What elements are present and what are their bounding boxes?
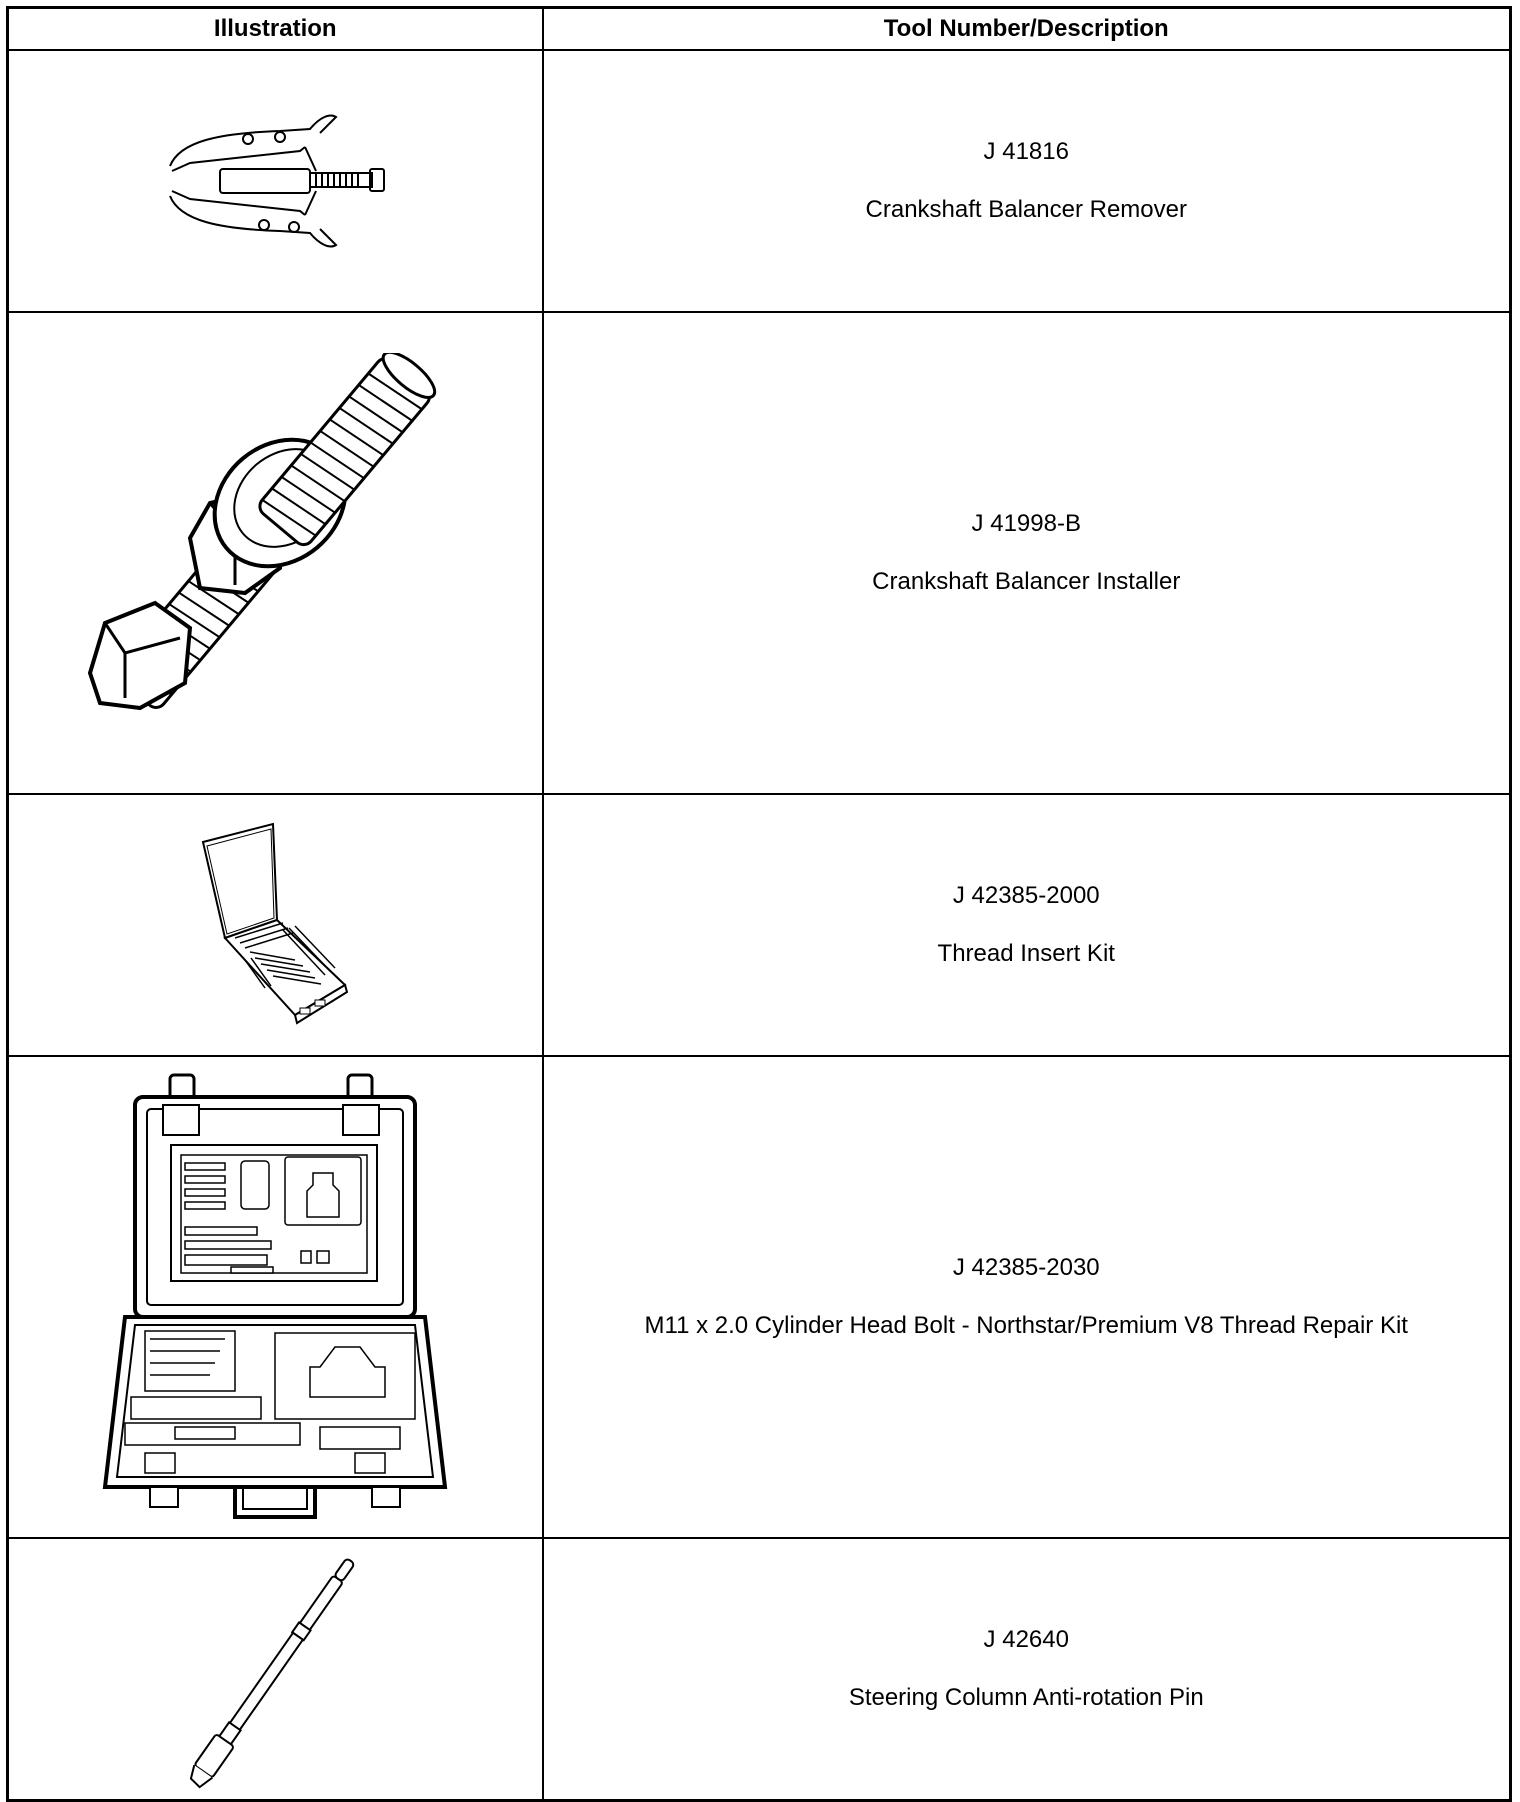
tool-description: M11 x 2.0 Cylinder Head Bolt - Northstar… xyxy=(644,1312,1408,1339)
table-row: J 42385-2000 Thread Insert Kit xyxy=(6,793,1512,1057)
tool-description: Steering Column Anti-rotation Pin xyxy=(848,1683,1204,1711)
table-row: J 42385-2030 M11 x 2.0 Cylinder Head Bol… xyxy=(6,1055,1512,1539)
pin-icon xyxy=(155,1549,395,1789)
puller-icon xyxy=(160,111,390,251)
tool-description-cell: J 42385-2030 M11 x 2.0 Cylinder Head Bol… xyxy=(541,1055,1512,1539)
tool-description: Crankshaft Balancer Installer xyxy=(872,568,1181,595)
header-illustration: Illustration xyxy=(6,6,544,51)
threaded-bolt-icon xyxy=(85,353,465,753)
tool-number: J 42385-2000 xyxy=(952,882,1100,909)
table-row: J 41998-B Crankshaft Balancer Installer xyxy=(6,311,1512,795)
tool-number: J 41816 xyxy=(983,138,1069,165)
tool-number: J 42640 xyxy=(983,1625,1069,1653)
illustration-cell xyxy=(6,49,544,313)
tool-description-cell: J 41816 Crankshaft Balancer Remover xyxy=(541,49,1512,313)
tool-description-cell: J 42385-2000 Thread Insert Kit xyxy=(541,793,1512,1057)
table-row: J 41816 Crankshaft Balancer Remover xyxy=(6,49,1512,313)
tool-number: J 42385-2030 xyxy=(952,1254,1100,1281)
illustration-cell xyxy=(6,1537,544,1801)
illustration-cell xyxy=(6,793,544,1057)
illustration-cell xyxy=(6,311,544,795)
tool-description: Crankshaft Balancer Remover xyxy=(865,196,1187,223)
tool-description-cell: J 41998-B Crankshaft Balancer Installer xyxy=(541,311,1512,795)
special-tools-table: Illustration Tool Number/Description xyxy=(6,6,1512,1802)
illustration-cell xyxy=(6,1055,544,1539)
tool-case-icon xyxy=(95,1067,455,1527)
tool-description: Thread Insert Kit xyxy=(937,940,1115,967)
thread-insert-kit-icon xyxy=(195,820,355,1030)
table-header-row: Illustration Tool Number/Description xyxy=(6,6,1512,51)
header-tool-number-description: Tool Number/Description xyxy=(541,6,1512,51)
tool-description-cell: J 42640 Steering Column Anti-rotation Pi… xyxy=(541,1537,1512,1801)
table-row: J 42640 Steering Column Anti-rotation Pi… xyxy=(6,1537,1512,1801)
tool-number: J 41998-B xyxy=(971,510,1081,537)
